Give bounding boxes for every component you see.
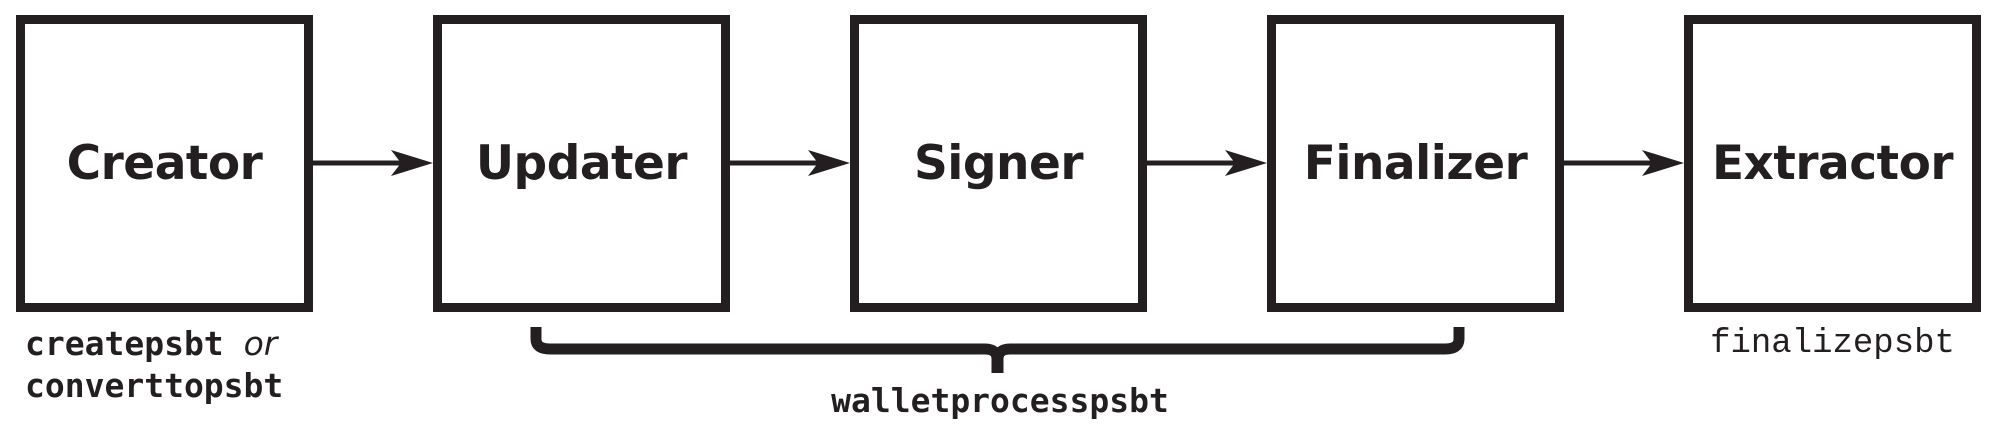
stage-box-extractor[interactable]: Extractor — [1684, 15, 1981, 312]
stage-label-extractor: Extractor — [1711, 136, 1954, 191]
creator-command-secondary: converttopsbt — [25, 366, 284, 406]
arrow-updater-to-signer — [730, 143, 850, 183]
extractor-command-label: finalizepsbt — [1710, 325, 1955, 363]
stage-label-signer: Signer — [913, 136, 1084, 191]
arrow-finalizer-to-extractor — [1564, 143, 1684, 183]
stage-box-finalizer[interactable]: Finalizer — [1267, 15, 1564, 312]
brace-updater-to-finalizer — [530, 325, 1465, 373]
stage-label-finalizer: Finalizer — [1303, 136, 1528, 191]
creator-command-line-1: createpsbt or — [25, 323, 283, 365]
brace-command-label: walletprocesspsbt — [831, 381, 1169, 420]
stage-box-updater[interactable]: Updater — [433, 15, 730, 312]
creator-command-annotation: createpsbt or converttopsbt — [25, 323, 283, 407]
creator-command-primary: createpsbt — [25, 324, 224, 363]
arrow-signer-to-finalizer — [1147, 143, 1267, 183]
creator-command-conjunction: or — [243, 324, 278, 363]
stage-box-signer[interactable]: Signer — [850, 15, 1147, 312]
stage-box-creator[interactable]: Creator — [16, 15, 313, 312]
arrow-creator-to-updater — [313, 143, 433, 183]
stage-label-updater: Updater — [475, 136, 688, 191]
stage-label-creator: Creator — [66, 136, 263, 191]
creator-command-line-2: converttopsbt — [25, 365, 283, 407]
